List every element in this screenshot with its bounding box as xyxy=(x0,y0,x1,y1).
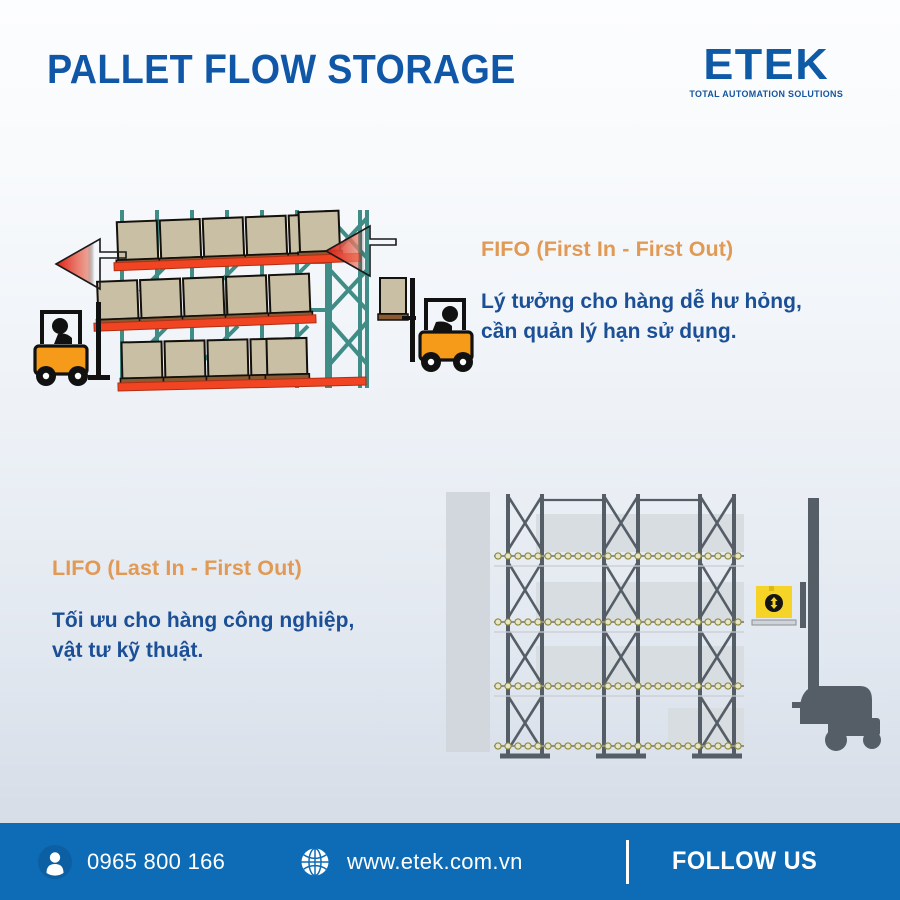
lifo-illustration xyxy=(446,492,881,759)
lifo-body: Tối ưu cho hàng công nghiệp, vật tư kỹ t… xyxy=(52,606,452,666)
fifo-body: Lý tưởng cho hàng dễ hư hỏng, cần quản l… xyxy=(481,287,881,347)
roller-lane xyxy=(494,682,744,697)
fifo-shelf-middle xyxy=(93,272,317,332)
pallet-unit xyxy=(95,279,142,328)
roller-lane xyxy=(494,552,744,567)
pallet-unit xyxy=(244,214,291,264)
pallet-unit xyxy=(162,339,209,386)
forklift-left xyxy=(33,302,110,386)
pallet-unit xyxy=(201,216,248,265)
pallet-unit xyxy=(181,275,228,325)
wall-panel xyxy=(446,492,490,752)
lifo-text-block: LIFO (Last In - First Out) Tối ưu cho hà… xyxy=(52,556,452,666)
footer-contact-phone[interactable]: 0965 800 166 xyxy=(38,823,225,900)
lifo-body-line-1: Tối ưu cho hàng công nghiệp, xyxy=(52,609,355,632)
fifo-body-line-2: cần quản lý hạn sử dụng. xyxy=(481,319,737,343)
fifo-body-line-1: Lý tưởng cho hàng dễ hư hỏng, xyxy=(481,290,802,313)
pallet-unit xyxy=(115,219,162,269)
rack-frame-lifo xyxy=(500,494,742,759)
roller-lanes xyxy=(494,552,744,750)
fifo-shelf-top xyxy=(113,209,361,272)
lifo-body-line-2: vật tư kỹ thuật. xyxy=(52,638,204,662)
pallet-unit xyxy=(138,277,185,327)
footer-phone-label: 0965 800 166 xyxy=(87,848,226,874)
pallet-unit xyxy=(264,336,311,383)
header: PALLET FLOW STORAGE ETEK TOTAL AUTOMATIO… xyxy=(0,0,900,140)
pallet-unit xyxy=(224,274,271,323)
rack-beam xyxy=(117,376,367,392)
forklift-lifo xyxy=(792,498,881,751)
highlighted-pallet xyxy=(751,582,806,628)
fifo-text-block: FIFO (First In - First Out) Lý tưởng cho… xyxy=(481,237,881,347)
footer-divider xyxy=(626,840,629,884)
page-title: PALLET FLOW STORAGE xyxy=(47,46,516,92)
globe-icon xyxy=(301,847,329,876)
footer-website[interactable]: www.etek.com.vn xyxy=(298,823,523,900)
rack-beam xyxy=(93,314,317,332)
roller-lane xyxy=(494,742,744,750)
footer-website-label: www.etek.com.vn xyxy=(347,848,523,874)
fifo-shelf-bottom xyxy=(117,336,367,392)
forklift-right xyxy=(377,277,474,372)
fifo-heading: FIFO (First In - First Out) xyxy=(481,237,734,261)
footer-follow-label: FOLLOW US xyxy=(672,847,818,875)
etek-logo: ETEK TOTAL AUTOMATION SOLUTIONS xyxy=(687,40,845,99)
logo-wordmark: ETEK xyxy=(702,40,829,89)
flow-arrow-right xyxy=(324,224,397,278)
logo-tagline: TOTAL AUTOMATION SOLUTIONS xyxy=(688,88,843,99)
lifo-heading: LIFO (Last In - First Out) xyxy=(52,556,302,580)
roller-lane xyxy=(494,618,744,633)
fifo-illustration xyxy=(33,209,474,392)
flow-arrow-left xyxy=(54,237,127,291)
pallet-unit xyxy=(267,272,314,322)
pallet-unit xyxy=(158,217,205,267)
pallet-unit xyxy=(205,338,252,385)
pallet-unit xyxy=(119,340,166,387)
user-icon xyxy=(38,844,72,879)
footer-bar: 0965 800 166 www.etek.com.vn FOLLOW US xyxy=(0,823,900,900)
footer-follow-us[interactable]: FOLLOW US xyxy=(672,823,826,900)
